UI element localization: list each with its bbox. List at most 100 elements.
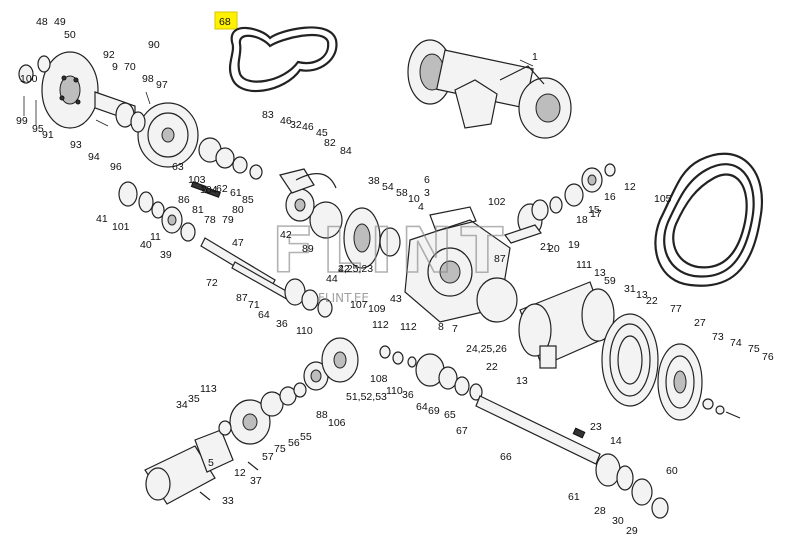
callout-label: 17	[590, 208, 602, 220]
callout-label: 80	[232, 204, 244, 216]
callout-label: 60	[666, 465, 678, 477]
callout-label: 77	[670, 303, 682, 315]
callout-label: 40	[140, 239, 152, 251]
callout-label: 75	[748, 343, 760, 355]
callout-label: 112	[372, 319, 389, 331]
callout-label: 58	[396, 187, 408, 199]
callout-label: 98	[142, 73, 154, 85]
callout-label: 31	[624, 283, 636, 295]
callout-label: 12	[624, 181, 636, 193]
callout-label: 4,25,23	[338, 263, 373, 275]
callout-label: 32	[290, 119, 302, 131]
lower-shaft-66	[379, 345, 669, 519]
assembly-1	[407, 39, 572, 139]
v-belt-68	[228, 26, 338, 93]
callout-label: 64	[258, 309, 270, 321]
callout-label: 101	[112, 221, 130, 233]
callout-label: 73	[712, 331, 724, 343]
callout-label: 81	[192, 204, 204, 216]
callout-label: 99	[16, 115, 28, 127]
callout-label: 3	[424, 187, 430, 199]
callout-label: 8	[438, 321, 444, 333]
callout-label: 64	[416, 401, 428, 413]
callout-label: 16	[604, 191, 616, 203]
callout-label: 54	[382, 181, 394, 193]
callout-label: 5	[208, 457, 214, 469]
callout-label: 76	[762, 351, 774, 363]
callout-label: 105	[654, 193, 672, 205]
callout-label: 51,52,53	[346, 391, 387, 403]
callout-label: 56	[288, 437, 300, 449]
callout-label: 34	[176, 399, 188, 411]
callout-label: 57	[262, 451, 274, 463]
callout-label: 59	[604, 275, 616, 287]
callout-label: 92	[103, 49, 115, 61]
callout-label: 4	[418, 201, 424, 213]
watermark-site: FLINT.EE	[318, 291, 369, 305]
callout-label: 46	[302, 121, 314, 133]
callout-label: 113	[200, 383, 217, 395]
watermark-brand: FLINT	[272, 214, 511, 287]
callout-label: 7	[452, 323, 458, 335]
callout-label: 61	[230, 187, 242, 199]
callout-label: 29	[626, 525, 638, 537]
callout-label: 72	[206, 277, 218, 289]
callout-label: 65	[444, 409, 456, 421]
callout-label: 91	[42, 129, 54, 141]
callout-label: 27	[694, 317, 706, 329]
callout-label: 109	[368, 303, 386, 315]
callout-label: 33	[222, 495, 234, 507]
callout-label: 13	[636, 289, 648, 301]
callout-label: 9	[112, 61, 118, 73]
callout-label: 47	[232, 237, 244, 249]
callout-label: 66	[500, 451, 512, 463]
callout-label: 38	[368, 175, 380, 187]
callout-label: 86	[178, 194, 190, 206]
callout-label: 61	[568, 491, 580, 503]
callout-label: 96	[110, 161, 122, 173]
callout-label: 74	[730, 337, 742, 349]
callout-label: 97	[156, 79, 168, 91]
callout-label: 71	[248, 299, 260, 311]
callout-label: 110	[296, 325, 313, 337]
callout-label: 62	[216, 183, 228, 195]
callout-label: 88	[316, 409, 328, 421]
callout-label: 42	[280, 229, 292, 241]
callout-label: 94	[88, 151, 100, 163]
callout-label: 37	[250, 475, 262, 487]
callout-label: 18	[576, 214, 588, 226]
callout-label: 36	[276, 318, 288, 330]
callout-label: 111	[576, 259, 592, 271]
callout-label: 55	[300, 431, 312, 443]
left-shaft-assembly	[118, 137, 337, 318]
callout-label: 11	[150, 231, 161, 243]
callout-label: 22	[338, 263, 350, 275]
callout-label: 13	[516, 375, 528, 387]
callout-label: 41	[96, 213, 108, 225]
callout-label: 63	[172, 161, 184, 173]
callout-label: 28	[594, 505, 606, 517]
callout-label: 67	[456, 425, 468, 437]
callout-label: 22	[646, 295, 658, 307]
callout-label: 107	[350, 299, 368, 311]
callout-label: 14	[610, 435, 622, 447]
callout-label: 104	[200, 184, 218, 196]
callout-label: 43	[390, 293, 402, 305]
callout-label: 36	[402, 389, 414, 401]
callout-label: 39	[160, 249, 172, 261]
callout-label: 110	[386, 385, 403, 397]
callout-label: 49	[54, 16, 66, 28]
callout-label: 10	[408, 193, 420, 205]
callout-label: 112	[400, 321, 417, 333]
callout-label: 87	[494, 253, 506, 265]
callout-label: 84	[340, 145, 352, 157]
callout-label: 93	[70, 139, 82, 151]
highlight-marker-68	[214, 11, 238, 30]
highlight-label: 68	[219, 16, 231, 28]
hydraulic-motor-assembly	[144, 337, 359, 505]
gearbox-housing	[285, 163, 616, 323]
callout-label: 83	[262, 109, 274, 121]
callout-label: 79	[222, 214, 234, 226]
callout-label: 108	[370, 373, 388, 385]
